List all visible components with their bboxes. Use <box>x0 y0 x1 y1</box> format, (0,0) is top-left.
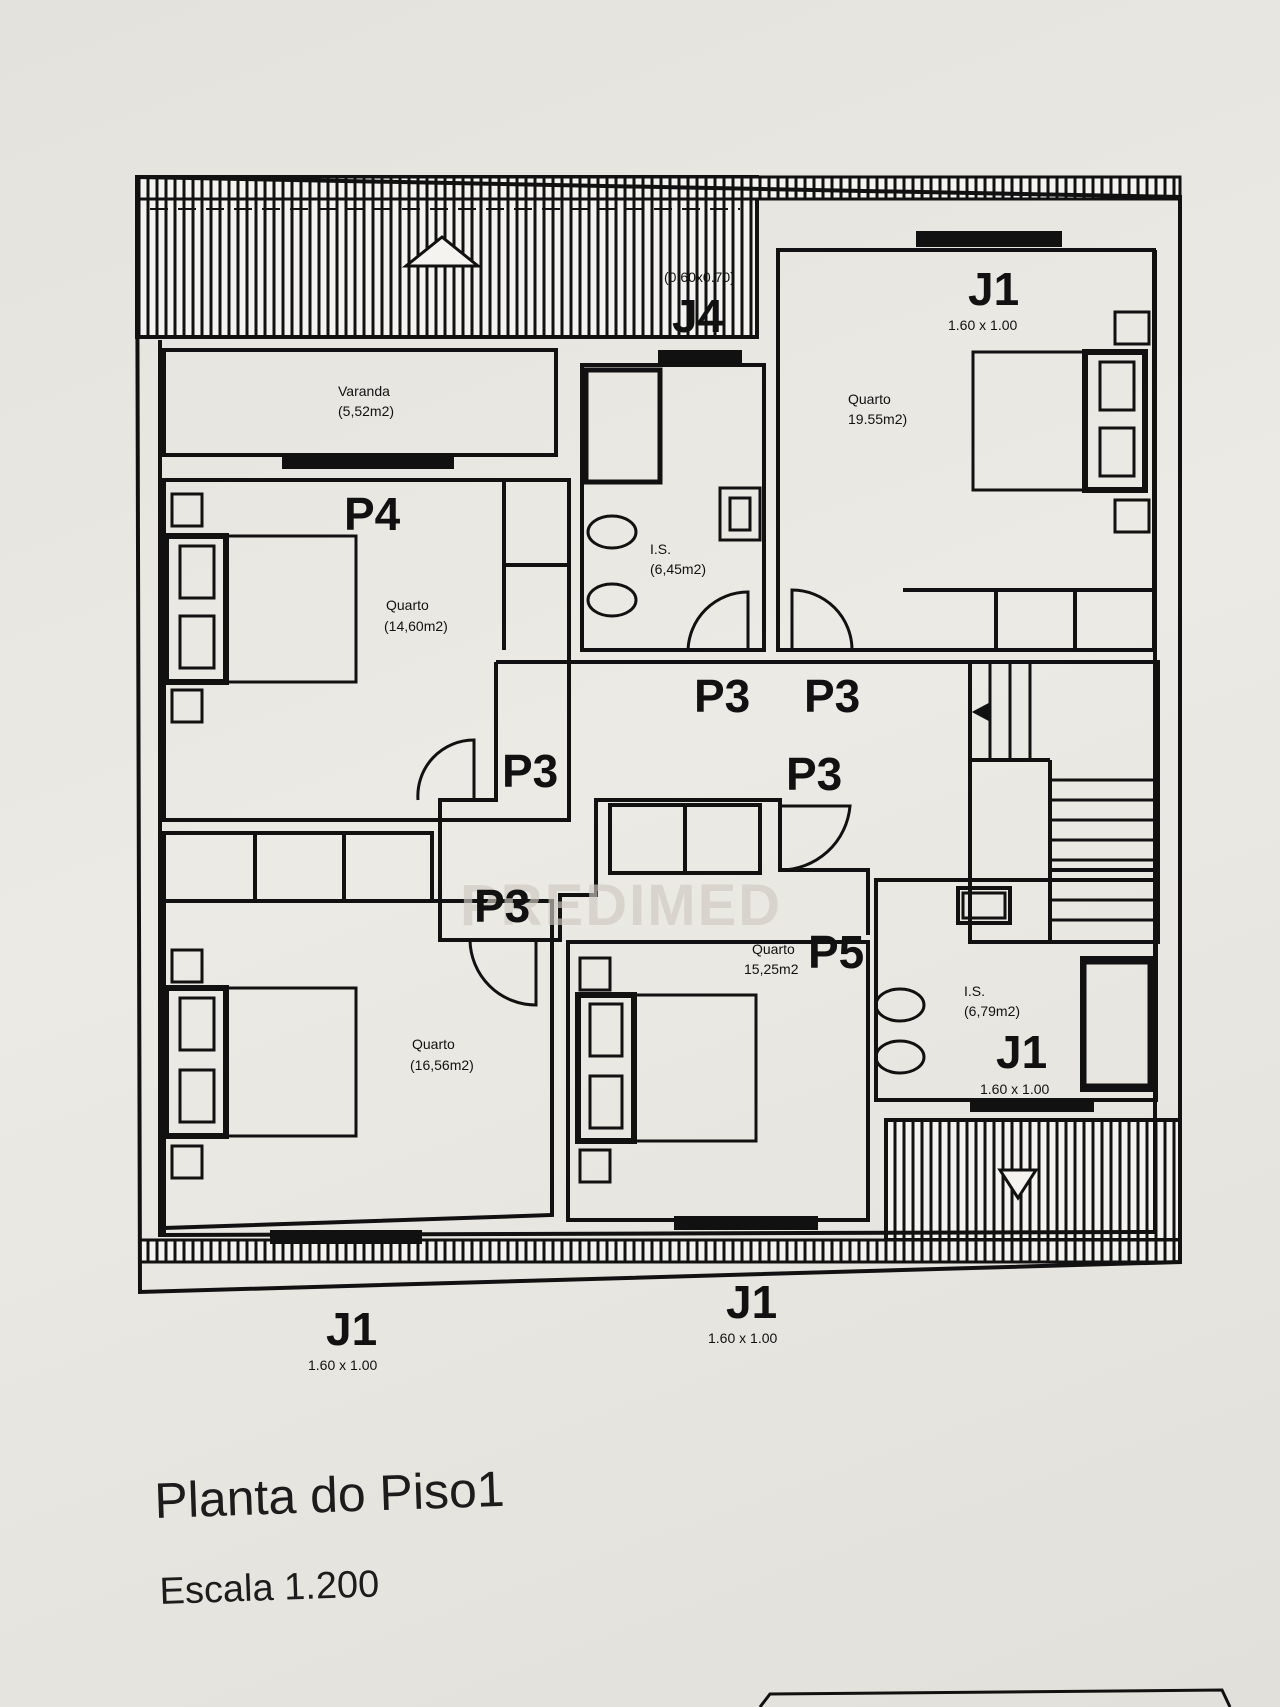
svg-text:(6,45m2): (6,45m2) <box>650 561 706 577</box>
window-tag-j4: J4 <box>672 290 724 342</box>
window-dim-j1-bottom-left: 1.60 x 1.00 <box>308 1357 377 1373</box>
door-tag-p3-bedroom: P3 <box>804 670 860 722</box>
door-tag-p5: P5 <box>808 926 864 978</box>
room-label-varanda: Varanda (5,52m2) <box>338 383 394 419</box>
svg-text:I.S.: I.S. <box>964 983 985 999</box>
paper-edge <box>758 1688 1232 1707</box>
top-terrace <box>135 175 1182 339</box>
room-label-bathroom-bottom: I.S. (6,79m2) <box>964 983 1020 1019</box>
plan-title: Planta do Piso1 <box>153 1461 505 1529</box>
svg-text:15,25m2: 15,25m2 <box>744 961 799 977</box>
svg-text:Varanda: Varanda <box>338 383 390 399</box>
watermark-text: PREDIMED <box>460 873 782 938</box>
room-label-bedroom-top-right: Quarto 19.55m2) <box>848 391 907 427</box>
window-tag-j1-bottom-left: J1 <box>326 1303 377 1355</box>
window-tag-j1-bathroom: J1 <box>996 1026 1047 1078</box>
interior-walls <box>162 231 1160 1244</box>
window-tag-j1-bottom-center: J1 <box>726 1276 777 1328</box>
room-label-bedroom-p4: Quarto (14,60m2) <box>384 597 448 634</box>
door-tag-p3-left: P3 <box>502 745 558 797</box>
svg-text:I.S.: I.S. <box>650 541 671 557</box>
svg-text:Quarto: Quarto <box>386 597 429 613</box>
window-dim-j1-bathroom: 1.60 x 1.00 <box>980 1081 1049 1097</box>
svg-text:(14,60m2): (14,60m2) <box>384 618 448 634</box>
beds <box>163 310 1151 1184</box>
room-label-bedroom-bottom-left: Quarto (16,56m2) <box>410 1036 474 1073</box>
window-dim-j1-top-right: 1.60 x 1.00 <box>948 317 1017 333</box>
door-tag-p3-lower: P3 <box>474 880 530 932</box>
plan-scale: Escala 1.200 <box>159 1563 380 1613</box>
door-tag-p3-bathroom: P3 <box>694 670 750 722</box>
staircase <box>971 662 1158 922</box>
door-tag-p4: P4 <box>344 488 401 540</box>
svg-text:(6,79m2): (6,79m2) <box>964 1003 1020 1019</box>
room-label-bedroom-bottom-center: Quarto 15,25m2 <box>744 941 799 977</box>
room-label-bathroom-top: I.S. (6,45m2) <box>650 541 706 577</box>
triangle-down-icon <box>997 1168 1039 1201</box>
svg-text:19.55m2): 19.55m2) <box>848 411 907 427</box>
svg-text:(16,56m2): (16,56m2) <box>410 1057 474 1073</box>
svg-text:Quarto: Quarto <box>412 1036 455 1052</box>
svg-text:Quarto: Quarto <box>848 391 891 407</box>
sanitary-fixtures <box>583 367 1153 1089</box>
window-dim-j1-bottom-center: 1.60 x 1.00 <box>708 1330 777 1346</box>
svg-text:Quarto: Quarto <box>752 941 795 957</box>
triangle-up-icon <box>401 235 483 268</box>
door-tag-p3-center: P3 <box>786 748 842 800</box>
svg-text:(5,52m2): (5,52m2) <box>338 403 394 419</box>
window-dim-j4: (0.60x0.70) <box>664 269 735 285</box>
outer-walls <box>134 174 1182 1295</box>
window-tag-j1-top-right: J1 <box>968 263 1019 315</box>
door-swings <box>416 588 854 1007</box>
